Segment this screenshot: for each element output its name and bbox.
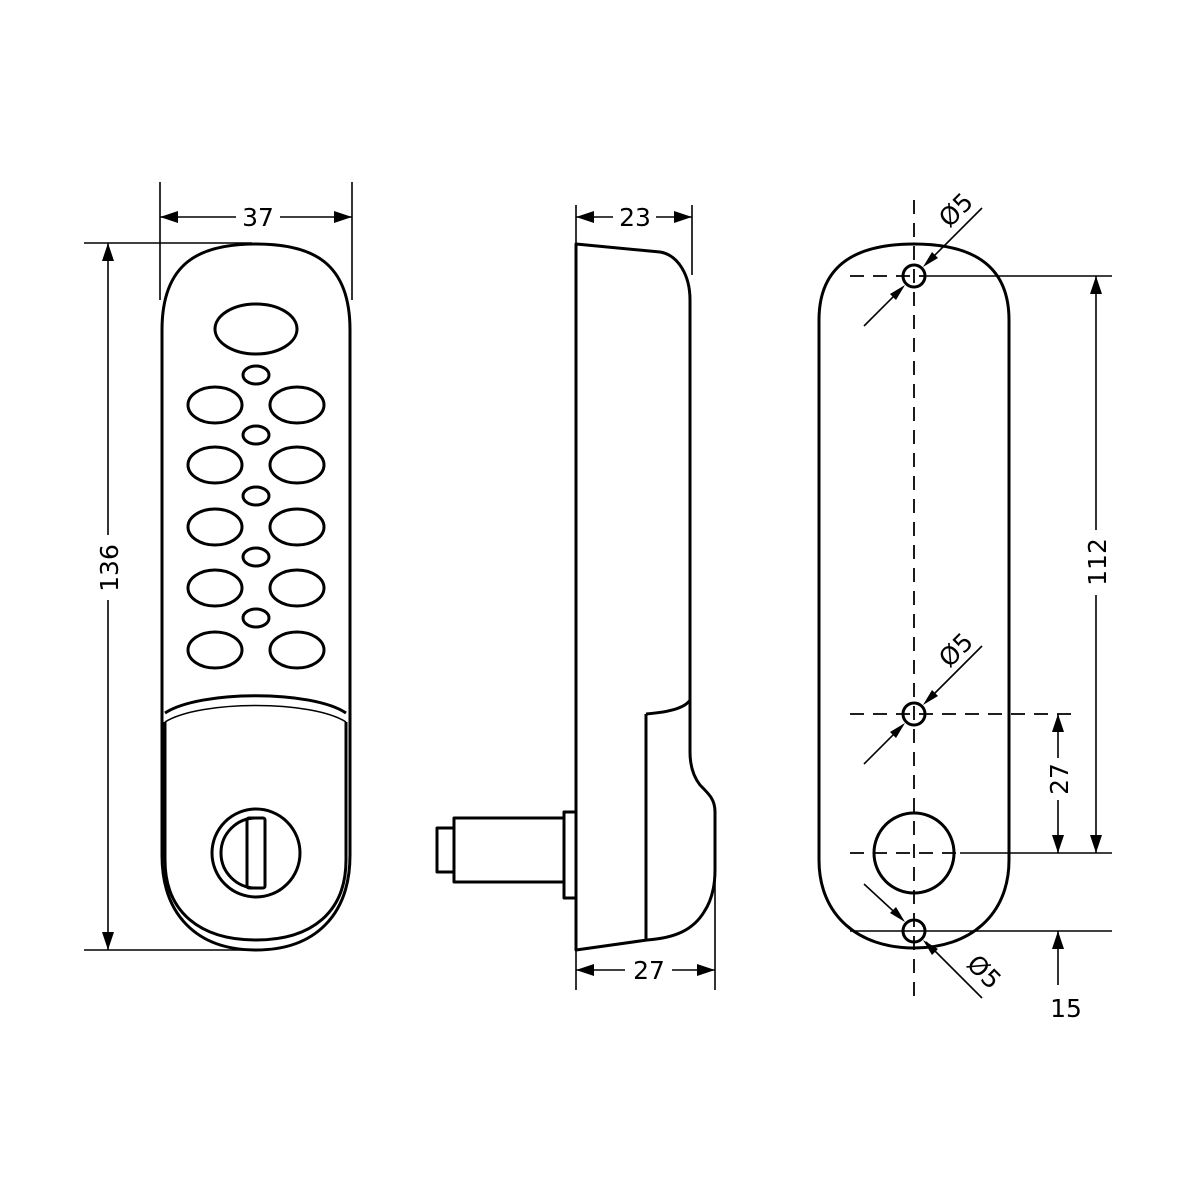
diameter-label-bottom: Ø5	[961, 949, 1007, 995]
diameter-label-top: Ø5	[933, 187, 979, 233]
diameter-callout-bottom: Ø5	[863, 883, 1007, 999]
keypad-small-button	[241, 424, 271, 446]
display-window	[213, 302, 299, 356]
knob-housing-top-line-2	[164, 704, 347, 723]
dimension-height-label: 136	[95, 544, 124, 592]
keypad-button	[268, 630, 326, 670]
keypad-button	[186, 507, 244, 547]
dimension-width: 37	[159, 182, 353, 300]
keypad-small-button	[241, 364, 271, 386]
dimension-height: 136	[84, 242, 252, 951]
keypad	[186, 364, 326, 670]
dimension-spindle-offset-label: 27	[1045, 763, 1074, 795]
side-view: 23 27	[435, 203, 717, 990]
keypad-button	[186, 385, 244, 425]
dimension-spindle-offset: 27	[1045, 714, 1074, 853]
keypad-button	[268, 507, 326, 547]
dimension-bottom-offset: 15	[1050, 931, 1082, 1023]
keypad-button	[268, 385, 326, 425]
spindle-tip	[435, 826, 456, 874]
dimension-hole-spacing: 112	[1083, 276, 1112, 853]
side-cover-top	[645, 699, 692, 716]
back-view: Ø5 Ø5 Ø5 112	[817, 187, 1112, 1023]
front-body-outline	[160, 242, 352, 952]
turn-knob	[210, 807, 302, 899]
keypad-button	[186, 568, 244, 608]
keypad-small-button	[241, 485, 271, 507]
dimension-depth-top: 23	[575, 203, 693, 275]
keypad-button	[268, 568, 326, 608]
keypad-button	[186, 445, 244, 485]
dimension-depth-bottom-label: 27	[633, 956, 665, 985]
keypad-button	[268, 445, 326, 485]
diameter-label-middle: Ø5	[933, 627, 979, 673]
keypad-small-button	[241, 607, 271, 629]
back-body-outline	[817, 242, 1011, 950]
keypad-small-button	[241, 546, 271, 568]
dimension-depth-bottom: 27	[575, 870, 716, 990]
knob-housing-outline	[163, 722, 348, 942]
diameter-callout-top: Ø5	[863, 187, 983, 327]
spindle-plate	[562, 810, 578, 900]
keypad-button	[186, 630, 244, 670]
dimension-bottom-offset-label: 15	[1050, 994, 1082, 1023]
spindle	[452, 816, 566, 884]
dimension-hole-spacing-label: 112	[1083, 538, 1112, 586]
knob-housing-top-line	[164, 694, 347, 715]
front-view: 37 136	[84, 182, 353, 952]
dimension-width-label: 37	[242, 203, 274, 232]
diameter-callout-middle: Ø5	[863, 627, 983, 765]
side-body-outline	[574, 242, 717, 952]
dimension-depth-top-label: 23	[619, 203, 651, 232]
